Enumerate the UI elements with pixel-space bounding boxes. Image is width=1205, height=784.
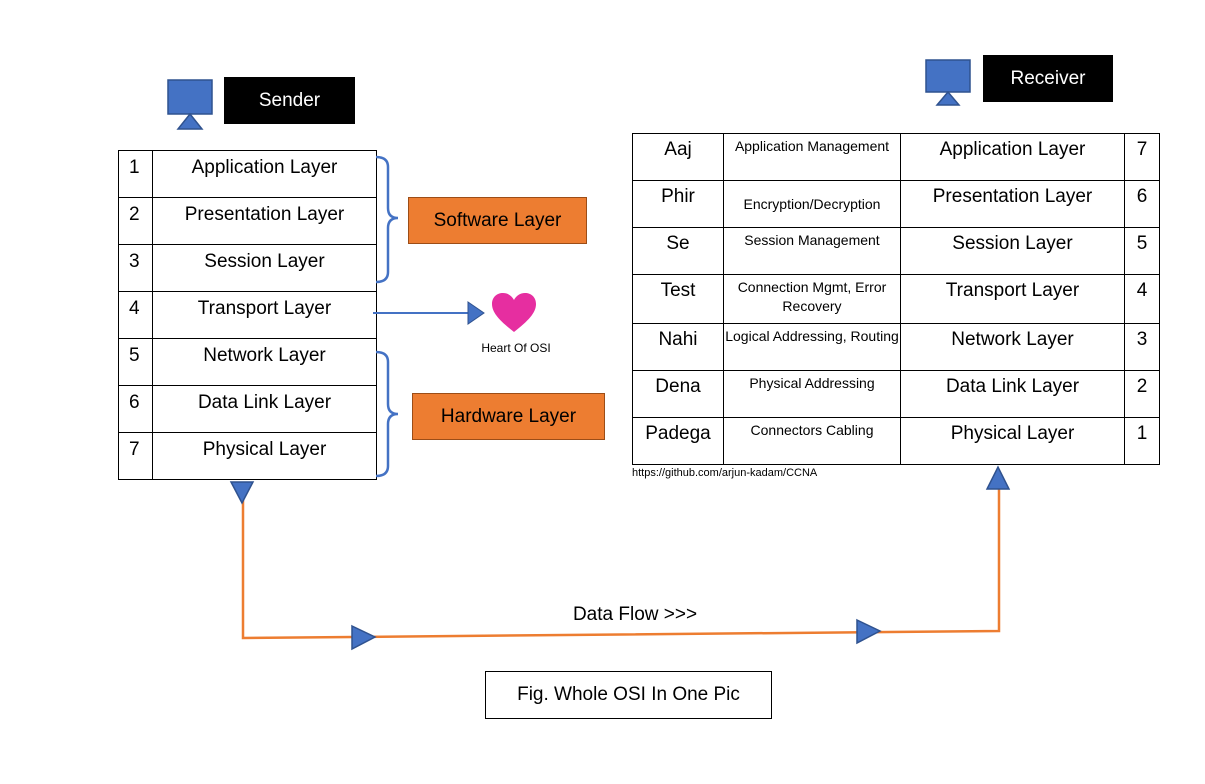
software-layer-label: Software Layer: [408, 197, 587, 244]
layer-description: Encryption/Decryption: [723, 180, 901, 228]
layer-description: Physical Addressing: [723, 370, 901, 418]
layer-name: Physical Layer: [900, 417, 1125, 465]
layer-number: 1: [1124, 417, 1160, 465]
mnemonic-word: Dena: [632, 370, 724, 418]
layer-number: 4: [1124, 274, 1160, 324]
hardware-layer-label: Hardware Layer: [412, 393, 605, 440]
layer-name: Data Link Layer: [152, 385, 377, 433]
layer-name: Session Layer: [900, 227, 1125, 275]
layer-description: Logical Addressing, Routing: [723, 323, 901, 371]
mnemonic-word: Aaj: [632, 133, 724, 181]
figure-caption: Fig. Whole OSI In One Pic: [485, 671, 772, 719]
flow-out-arrow: [229, 481, 255, 505]
layer-name: Data Link Layer: [900, 370, 1125, 418]
layer-number: 2: [1124, 370, 1160, 418]
data-flow-label: Data Flow >>>: [572, 604, 698, 625]
layer-number: 3: [1124, 323, 1160, 371]
layer-description: Session Management: [723, 227, 901, 275]
layer-number: 6: [1124, 180, 1160, 228]
flow-arrow: [351, 624, 377, 651]
layer-name: Network Layer: [152, 338, 377, 386]
table-row: Test Connection Mgmt, Error Recovery Tra…: [632, 274, 1160, 324]
table-row: Se Session Management Session Layer 5: [632, 227, 1160, 275]
sender-title: Sender: [224, 77, 355, 124]
table-row: Padega Connectors Cabling Physical Layer…: [632, 417, 1160, 465]
table-row: Phir Encryption/Decryption Presentation …: [632, 180, 1160, 228]
table-row: Aaj Application Management Application L…: [632, 133, 1160, 181]
layer-name: Transport Layer: [900, 274, 1125, 324]
layer-number: 3: [118, 244, 153, 292]
table-row: Nahi Logical Addressing, Routing Network…: [632, 323, 1160, 371]
layer-number: 7: [1124, 133, 1160, 181]
software-bracket: [375, 155, 399, 284]
layer-number: 1: [118, 150, 153, 198]
mnemonic-word: Se: [632, 227, 724, 275]
source-url: https://github.com/arjun-kadam/CCNA: [632, 467, 818, 479]
receiver-monitor-icon: [925, 59, 971, 106]
receiver-layer-table: Aaj Application Management Application L…: [632, 133, 1160, 465]
hardware-bracket: [375, 350, 399, 478]
layer-name: Physical Layer: [152, 432, 377, 480]
heart-icon: [492, 293, 536, 332]
layer-number: 4: [118, 291, 153, 339]
layer-number: 5: [118, 338, 153, 386]
table-row: Dena Physical Addressing Data Link Layer…: [632, 370, 1160, 418]
layer-name: Application Layer: [900, 133, 1125, 181]
heart-label: Heart Of OSI: [481, 341, 551, 355]
mnemonic-word: Padega: [632, 417, 724, 465]
layer-name: Transport Layer: [152, 291, 377, 339]
layer-name: Network Layer: [900, 323, 1125, 371]
mnemonic-word: Phir: [632, 180, 724, 228]
layer-description: Application Management: [723, 133, 901, 181]
flow-arrow: [856, 618, 882, 645]
data-flow-line: [241, 485, 1001, 640]
layer-number: 2: [118, 197, 153, 245]
receiver-title: Receiver: [983, 55, 1113, 102]
layer-name: Presentation Layer: [900, 180, 1125, 228]
mnemonic-word: Nahi: [632, 323, 724, 371]
flow-in-arrow: [985, 465, 1011, 490]
layer-description: Connectors Cabling: [723, 417, 901, 465]
layer-number: 5: [1124, 227, 1160, 275]
layer-name: Presentation Layer: [152, 197, 377, 245]
sender-monitor-icon: [167, 79, 213, 130]
layer-description: Connection Mgmt, Error Recovery: [723, 274, 901, 324]
layer-number: 7: [118, 432, 153, 480]
heart-arrow-head: [467, 301, 485, 325]
mnemonic-word: Test: [632, 274, 724, 324]
